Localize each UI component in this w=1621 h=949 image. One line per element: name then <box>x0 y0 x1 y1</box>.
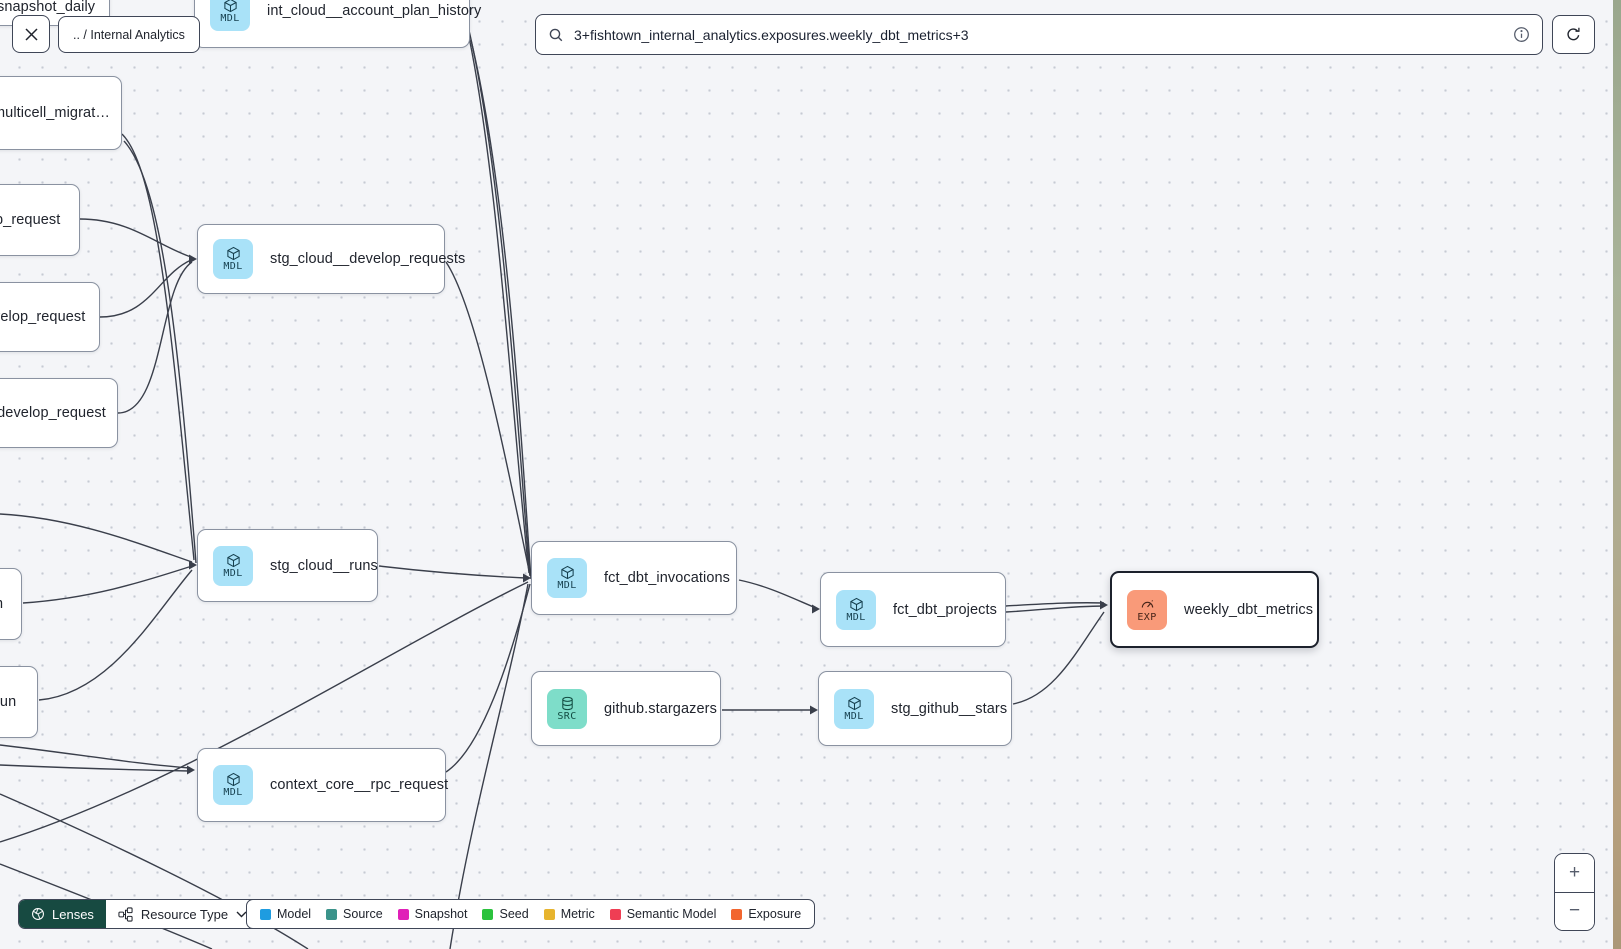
node-run-partial[interactable]: run <box>0 666 38 738</box>
chevron-down-icon <box>236 911 247 917</box>
node-fct-dbt-projects[interactable]: MDL fct_dbt_projects <box>820 572 1006 647</box>
cube-icon <box>223 0 237 13</box>
node-p-request[interactable]: p_request <box>0 184 80 256</box>
edge-group <box>0 13 1108 949</box>
lenses-icon <box>32 908 44 920</box>
refresh-icon <box>1567 27 1580 41</box>
database-icon <box>561 696 573 710</box>
model-badge: MDL <box>213 239 253 279</box>
node-stg-cloud-runs[interactable]: MDL stg_cloud__runs <box>197 529 378 602</box>
zoom-in-button[interactable]: + <box>1555 854 1594 893</box>
legend-item-metric: Metric <box>543 907 595 921</box>
cube-icon <box>560 565 574 580</box>
node-n-partial[interactable]: n <box>0 568 22 640</box>
node-multicell-migration[interactable]: multicell_migrat… <box>0 76 122 150</box>
search-input[interactable] <box>574 26 1503 43</box>
exposure-swatch <box>731 908 743 920</box>
node-weekly-dbt-metrics[interactable]: EXP weekly_dbt_metrics <box>1110 571 1319 648</box>
lenses-button[interactable]: Lenses <box>19 900 106 928</box>
zoom-out-button[interactable]: − <box>1555 892 1594 930</box>
source-badge: SRC <box>547 688 587 729</box>
model-badge: MDL <box>836 589 876 630</box>
node-velop-request[interactable]: velop_request <box>0 282 100 352</box>
legend-item-exposure: Exposure <box>731 907 801 921</box>
cube-icon <box>849 597 863 611</box>
resource-type-label: Resource Type <box>140 906 229 922</box>
legend-item-model: Model <box>260 907 311 921</box>
model-badge: MDL <box>213 545 253 586</box>
model-badge: MDL <box>210 0 250 31</box>
node-stg-github-stars[interactable]: MDL stg_github__stars <box>818 671 1012 746</box>
resource-type-icon <box>118 906 133 922</box>
lenses-label: Lenses <box>52 906 94 922</box>
source-swatch <box>326 908 338 920</box>
close-icon <box>24 27 38 41</box>
metric-swatch <box>543 908 555 920</box>
model-badge: MDL <box>213 765 253 805</box>
breadcrumb[interactable]: .. / Internal Analytics <box>58 16 200 53</box>
node-develop-request[interactable]: .develop_request <box>0 378 118 448</box>
search-icon <box>549 28 563 41</box>
legend-item-semantic-model: Semantic Model <box>609 907 716 921</box>
close-button[interactable] <box>12 15 50 53</box>
info-icon[interactable] <box>1513 26 1530 43</box>
node-github-stargazers[interactable]: SRC github.stargazers <box>531 671 721 746</box>
node-fct-dbt-invocations[interactable]: MDL fct_dbt_invocations <box>531 541 737 615</box>
search-bar[interactable] <box>535 14 1543 55</box>
cube-icon <box>226 553 240 567</box>
cube-icon <box>226 246 240 261</box>
node-stg-cloud-develop-requests[interactable]: MDL stg_cloud__develop_requests <box>197 224 465 294</box>
cube-icon <box>847 696 861 710</box>
legend-item-snapshot: Snapshot <box>397 907 467 921</box>
legend-item-seed: Seed <box>482 907 529 921</box>
resource-type-legend: Model Source Snapshot Seed Metric Semant… <box>246 899 816 929</box>
lenses-toolbar: Lenses Resource Type <box>18 899 261 929</box>
exposure-badge: EXP <box>1127 589 1167 630</box>
gauge-icon <box>1141 599 1153 608</box>
model-swatch <box>260 908 271 920</box>
desktop-wallpaper-edge <box>1613 0 1621 949</box>
semantic-model-swatch <box>609 908 621 920</box>
model-badge: MDL <box>834 688 874 729</box>
model-badge: MDL <box>547 558 587 598</box>
legend-item-source: Source <box>326 907 383 921</box>
node-int-cloud-account-plan-history[interactable]: MDL int_cloud__account_plan_history <box>194 0 481 48</box>
node-context-core-rpc-request[interactable]: MDL context_core__rpc_request <box>197 748 448 822</box>
resource-type-dropdown[interactable]: Resource Type <box>105 900 260 928</box>
breadcrumb-label: .. / Internal Analytics <box>73 27 185 42</box>
zoom-controls: + − <box>1554 853 1595 931</box>
cube-icon <box>226 772 240 787</box>
seed-swatch <box>482 908 494 920</box>
snapshot-swatch <box>397 908 409 920</box>
refresh-button[interactable] <box>1552 15 1595 54</box>
